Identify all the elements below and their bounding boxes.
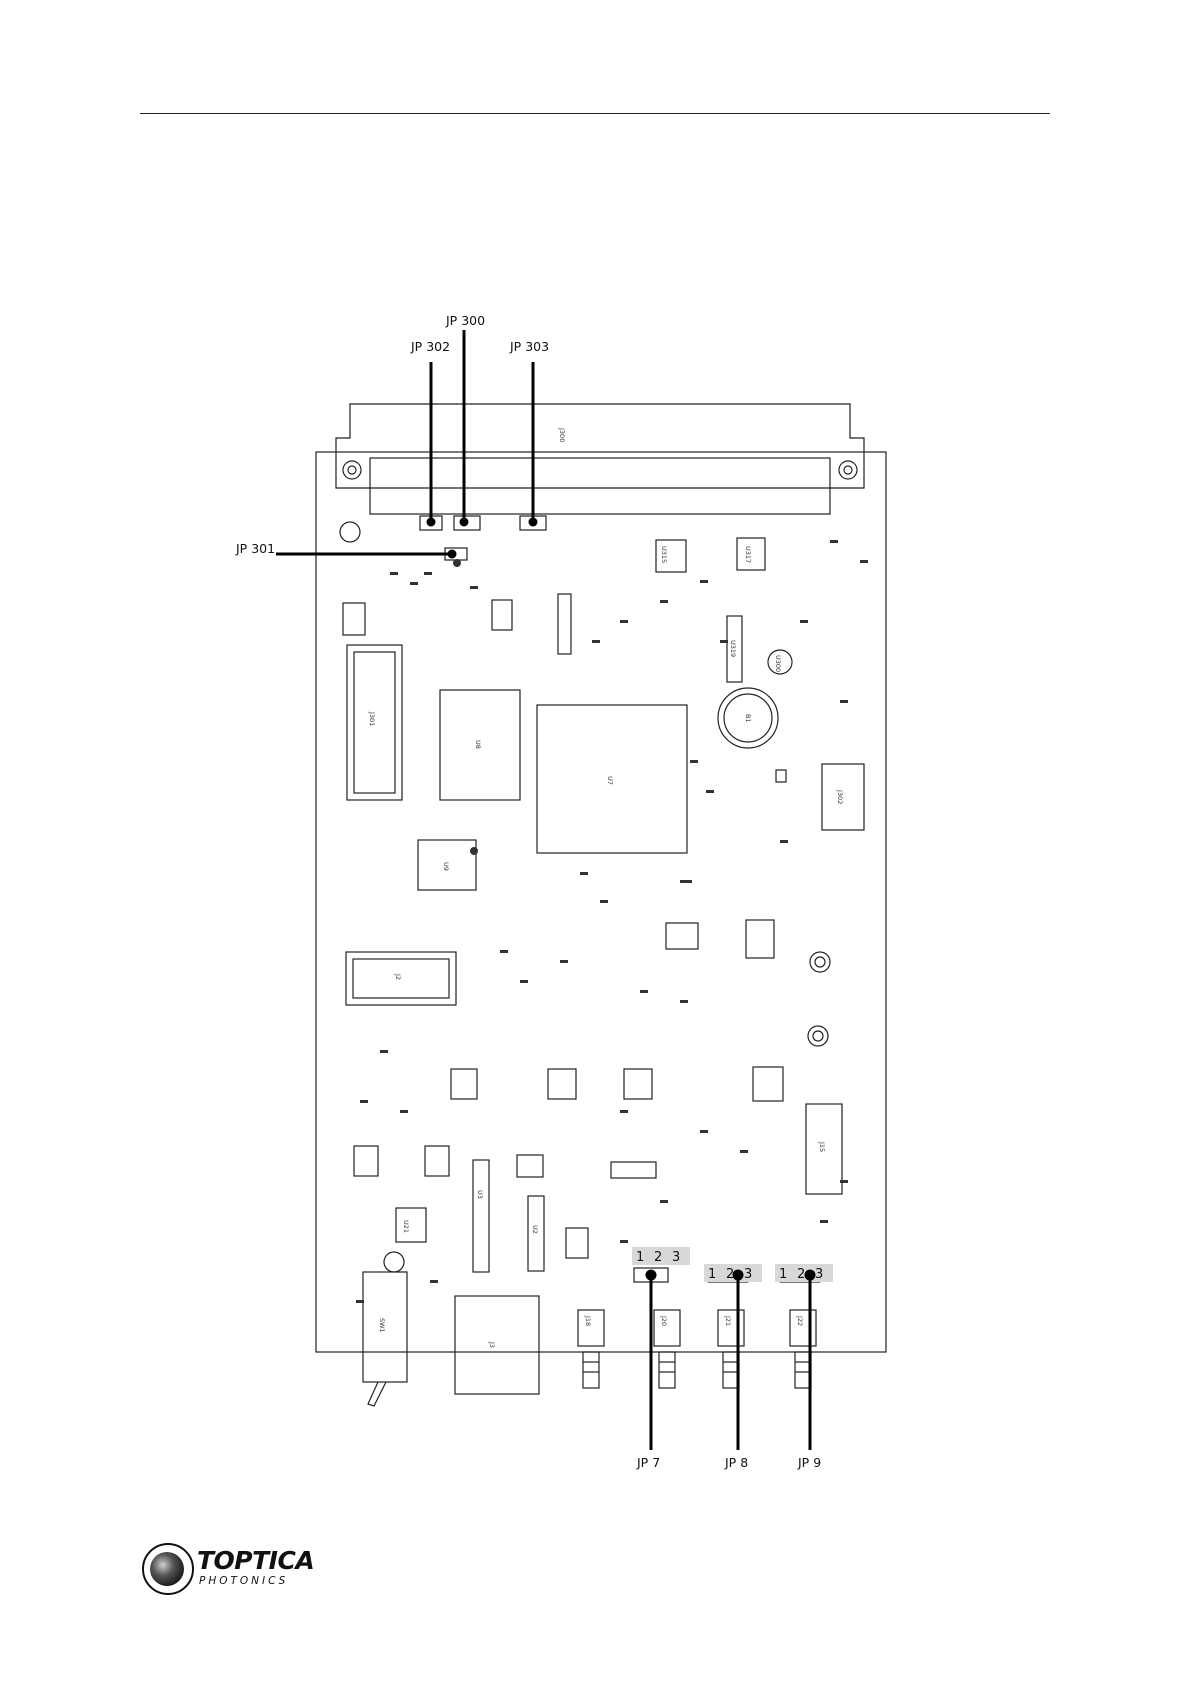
- label-j15: J15: [818, 1141, 826, 1152]
- label-j18: J18: [584, 1315, 592, 1326]
- label-u317: U317: [744, 546, 752, 563]
- label-j301: J301: [368, 711, 376, 726]
- jp9-marker: [805, 1270, 816, 1281]
- j300-connector-body: [370, 458, 830, 514]
- u3-chip: [473, 1160, 489, 1272]
- toptica-logo: TOPTICA PHOTONICS: [140, 1541, 280, 1597]
- u21-chip: [396, 1208, 426, 1242]
- label-j3: J3: [488, 1341, 496, 1348]
- label-j21: J21: [724, 1315, 732, 1326]
- jp7-marker: [646, 1270, 657, 1281]
- jp7-pin-2: 2: [654, 1250, 662, 1265]
- mount-hole-left: [343, 461, 361, 479]
- jp8-pin-3: 3: [744, 1267, 752, 1282]
- jp8-pin-1: 1: [708, 1267, 716, 1282]
- label-u3: U3: [476, 1190, 484, 1199]
- jp9-pin-2: 2: [797, 1267, 805, 1282]
- label-j22: J22: [796, 1315, 804, 1326]
- jp8-marker: [733, 1270, 744, 1281]
- label-u315: U315: [660, 546, 668, 563]
- label-u300: U300: [774, 655, 782, 672]
- label-j302: J302: [836, 789, 844, 804]
- label-u21: U21: [402, 1220, 410, 1233]
- j3-connector: [455, 1296, 539, 1394]
- jp9-pin-3: 3: [815, 1267, 823, 1282]
- label-j2: J2: [394, 973, 402, 980]
- logo-wordmark: TOPTICA: [197, 1546, 314, 1575]
- j300-connector-housing: [336, 404, 864, 488]
- label-u9: U9: [442, 862, 450, 871]
- jp7-pin-3: 3: [672, 1250, 680, 1265]
- label-j300: J300: [558, 427, 566, 442]
- logo-subtitle: PHOTONICS: [199, 1575, 288, 1587]
- label-u2: U2: [531, 1225, 539, 1234]
- label-u8: U8: [474, 740, 482, 749]
- label-u319: U319: [729, 640, 737, 657]
- label-j20: J20: [660, 1315, 668, 1326]
- label-b1: B1: [744, 714, 752, 723]
- jp7-pin-1: 1: [636, 1250, 644, 1265]
- jp9-pin-1: 1: [779, 1267, 787, 1282]
- logo-sphere-icon: [140, 1541, 196, 1597]
- label-u7: U7: [606, 776, 614, 785]
- label-sw1: SW1: [378, 1318, 386, 1333]
- mount-hole-right: [839, 461, 857, 479]
